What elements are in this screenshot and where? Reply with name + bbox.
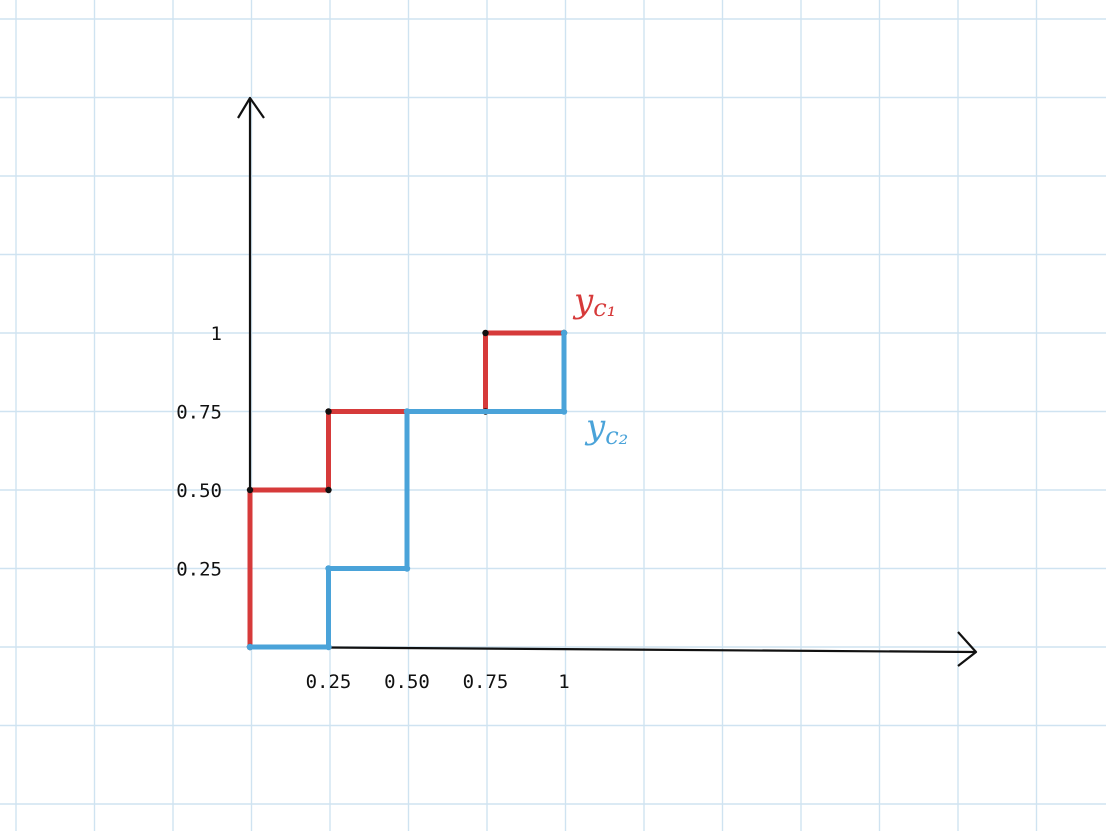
series-point-yc1: [325, 408, 332, 415]
series-point-yc2: [246, 643, 254, 651]
series-label-yc1-main: y: [572, 281, 594, 321]
y-tick-label: 1: [211, 323, 222, 345]
y-tick-label: 0.25: [176, 559, 222, 581]
y-tick-label: 0.75: [176, 402, 222, 424]
series-label-yc1: yc₁: [572, 281, 616, 322]
ticks-layer: 0.25 0.50 0.75 1 0.25 0.50 0.75 1: [176, 323, 569, 693]
axes-layer: [237, 96, 978, 667]
series-point-yc2: [560, 329, 568, 337]
y-axis-arrowhead: [237, 96, 265, 119]
series-point-yc1: [482, 329, 489, 337]
series-label-yc2-main: y: [584, 407, 606, 447]
series-point-yc2: [325, 643, 332, 651]
series-point-yc2: [325, 565, 332, 572]
x-axis-arrowhead: [957, 631, 978, 667]
series-point-yc2: [403, 565, 411, 572]
series-label-yc1-sub: c₁: [593, 294, 616, 322]
x-tick-label: 0.50: [384, 671, 430, 693]
y-tick-label: 0.50: [176, 480, 222, 502]
series-point-yc1: [325, 486, 332, 494]
series-point-yc2: [403, 408, 411, 415]
x-tick-label: 1: [558, 671, 569, 693]
series-label-yc2: yc₂: [584, 407, 628, 450]
series-layer: [246, 329, 568, 651]
x-axis-line: [249, 645, 976, 654]
x-tick-label: 0.75: [463, 671, 509, 693]
series-label-yc2-sub: c₂: [605, 422, 628, 450]
series-point-yc1: [246, 486, 254, 494]
x-tick-label: 0.25: [306, 671, 352, 693]
series-point-yc2: [560, 408, 568, 415]
